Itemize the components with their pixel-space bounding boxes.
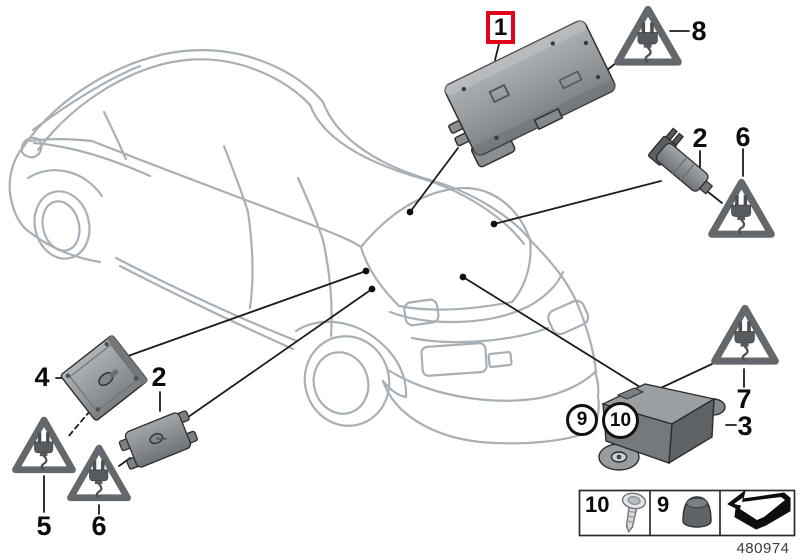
callout-9-circle[interactable]: 9 — [566, 404, 598, 436]
car-outline — [8, 49, 600, 445]
screw-icon — [621, 492, 647, 533]
leader-dots — [362, 208, 498, 293]
warning-triangle-6-left — [70, 448, 127, 498]
legend-grommet-number[interactable]: 9 — [657, 492, 670, 517]
car-roof — [22, 49, 325, 148]
car-mirror — [20, 136, 43, 159]
grommet-icon — [682, 496, 712, 528]
legend-screw-number[interactable]: 10 — [585, 492, 610, 517]
part-2-right-antenna-module — [647, 127, 714, 195]
car-front-wheel — [33, 190, 91, 260]
car-beltline — [90, 139, 363, 249]
car-front-wheel-arch — [26, 169, 104, 198]
car-trunk-lid — [388, 270, 565, 324]
callout-2-right[interactable]: 2 — [692, 123, 708, 153]
car-rear-wheel-arch — [294, 320, 408, 399]
drawing-number: 480974 — [736, 540, 790, 557]
car-quarter-edge — [530, 240, 598, 374]
callout-10-circle[interactable]: 10 — [602, 402, 639, 439]
callout-5[interactable]: 5 — [36, 511, 52, 541]
car-bumper — [386, 368, 597, 402]
callout-7[interactable]: 7 — [736, 384, 752, 414]
warning-triangle-7 — [715, 308, 775, 361]
callout-6-left[interactable]: 6 — [91, 511, 107, 541]
cross-reference-arrow-icon — [727, 490, 791, 530]
car-rear-window — [359, 186, 532, 311]
callout-4[interactable]: 4 — [34, 362, 50, 392]
part-1-antenna-amplifier — [444, 20, 616, 168]
warning-triangle-5 — [15, 420, 72, 470]
car-sill — [114, 256, 299, 343]
part-4-diversity-module — [60, 334, 148, 421]
callout-1-highlight-box[interactable]: 1 — [486, 11, 515, 44]
callout-8[interactable]: 8 — [691, 16, 707, 46]
warning-triangle-8 — [618, 9, 678, 62]
warning-triangle-6-right — [712, 182, 772, 234]
car-taillight-left — [403, 298, 440, 327]
callout-3[interactable]: 3 — [737, 411, 753, 441]
callout-6-right[interactable]: 6 — [735, 122, 751, 152]
car-taillight-right — [547, 299, 590, 336]
car-c-pillar — [321, 100, 534, 244]
part-2-left-antenna-module — [118, 410, 198, 470]
callout-2-left[interactable]: 2 — [151, 362, 167, 392]
car-license-recess — [420, 342, 488, 377]
